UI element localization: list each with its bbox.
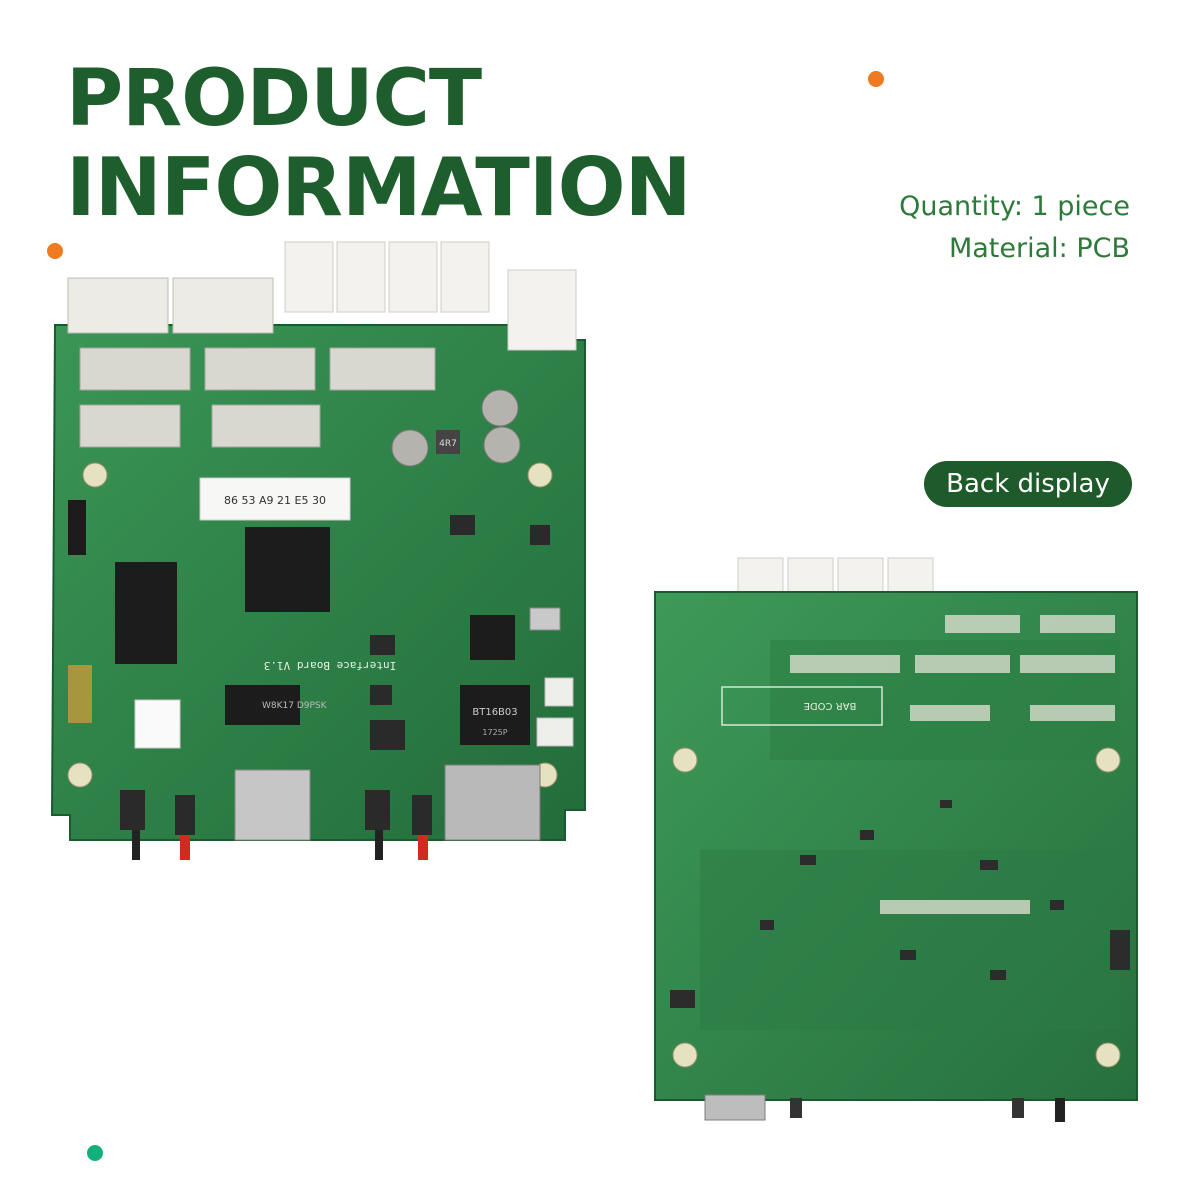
chip-1-label: BT16B03 bbox=[472, 707, 517, 718]
inductor-label: 4R7 bbox=[439, 439, 457, 449]
title-line-2: INFORMATION bbox=[66, 141, 692, 234]
silkscreen-text: Interface Board V1.3 bbox=[264, 659, 396, 672]
teal-dot-icon bbox=[87, 1145, 103, 1161]
back-display-badge: Back display bbox=[924, 461, 1132, 507]
orange-dot-icon bbox=[47, 243, 63, 259]
chip-2-label: W8K17 D9PSK bbox=[262, 701, 328, 711]
quantity-text: Quantity: 1 piece bbox=[899, 191, 1130, 222]
barcode-label: BAR CODE bbox=[804, 700, 857, 711]
orange-dot-icon bbox=[868, 71, 884, 87]
title-line-1: PRODUCT bbox=[66, 54, 482, 144]
back-pcb-image: BAR CODE bbox=[654, 557, 1138, 1122]
front-pcb-image: 4R7 86 53 A9 21 E5 30 W8K17 D9PSK BT16B0… bbox=[50, 241, 586, 860]
material-text: Material: PCB bbox=[948, 233, 1130, 264]
label-sticker-text: 86 53 A9 21 E5 30 bbox=[224, 494, 326, 507]
transformer-label: 1725P bbox=[482, 728, 507, 737]
